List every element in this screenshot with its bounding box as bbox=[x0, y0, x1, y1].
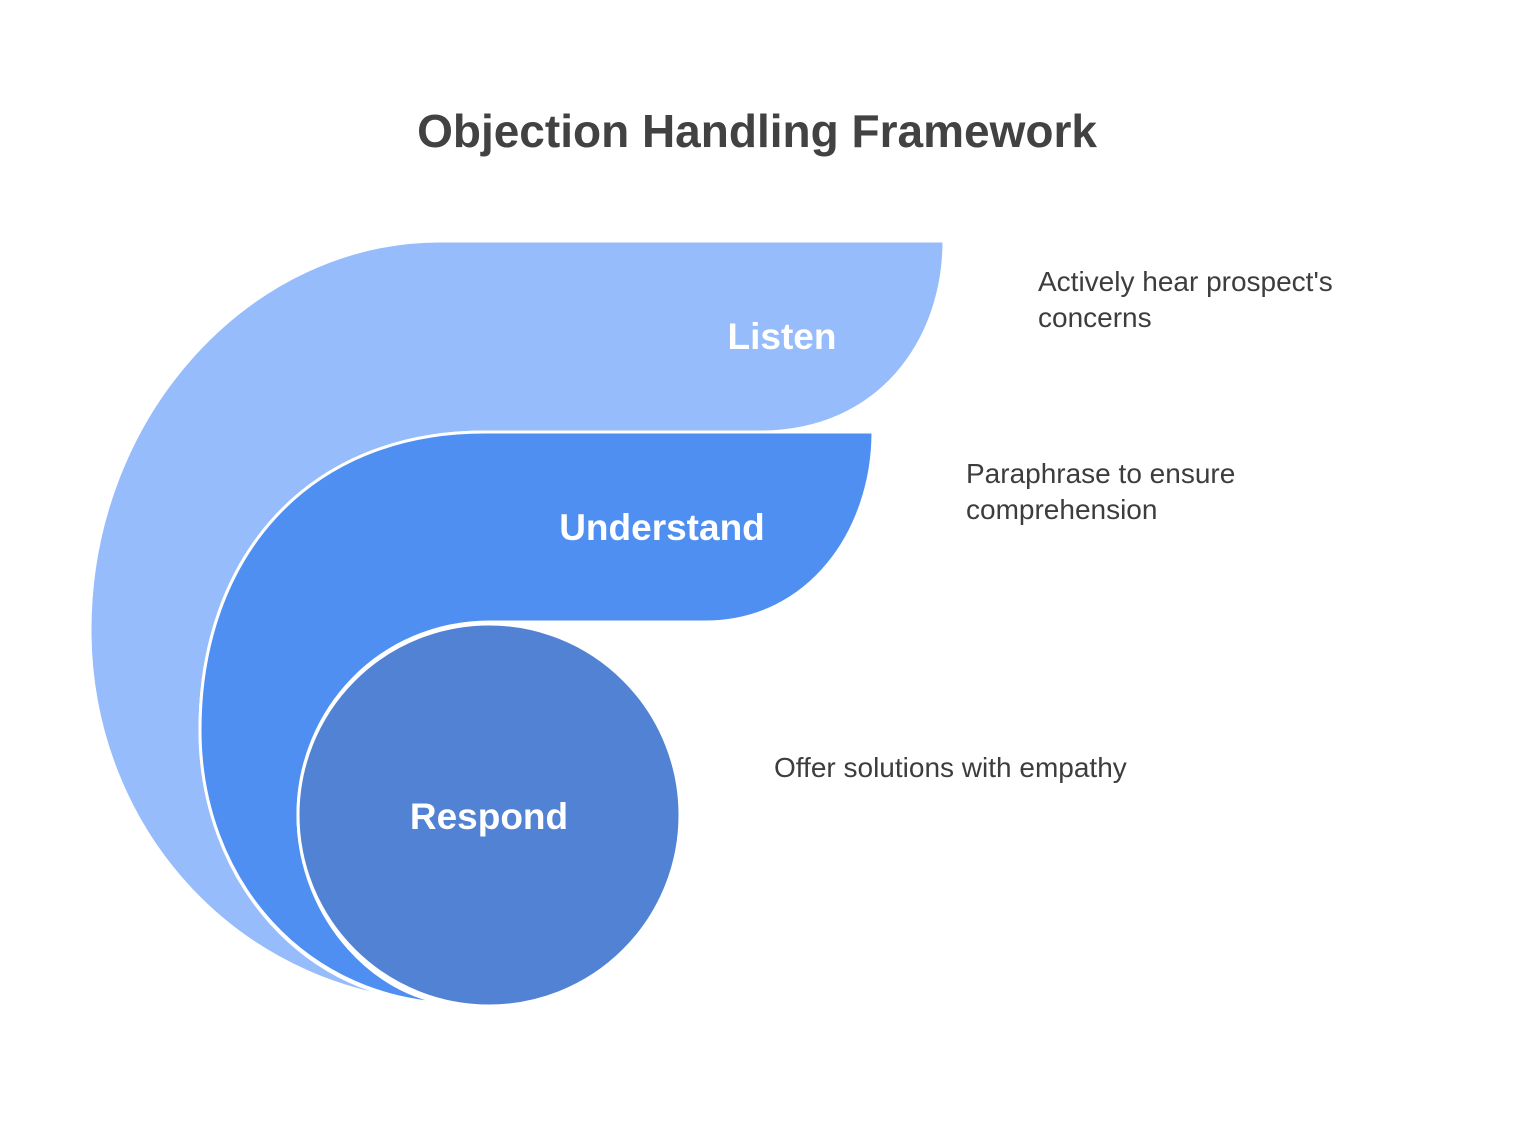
page-title: Objection Handling Framework bbox=[417, 105, 1097, 157]
stage-understand-shape bbox=[198, 430, 875, 1006]
stage-listen-description-line-2: concerns bbox=[1038, 302, 1152, 333]
stage-listen-description-line-1: Actively hear prospect's bbox=[1038, 266, 1333, 297]
stage-understand-description-line-2: comprehension bbox=[966, 494, 1157, 525]
stage-understand-label: Understand bbox=[559, 507, 765, 548]
stage-respond-shape bbox=[296, 622, 682, 1008]
stage-respond-label: Respond bbox=[410, 796, 568, 837]
stage-understand-description: Paraphrase to ensure comprehension bbox=[966, 458, 1243, 525]
stage-listen-description: Actively hear prospect's concerns bbox=[1038, 266, 1341, 333]
stage-understand-description-line-1: Paraphrase to ensure bbox=[966, 458, 1235, 489]
stage-respond-description: Offer solutions with empathy bbox=[774, 752, 1127, 783]
stage-listen-label: Listen bbox=[728, 316, 837, 357]
stage-respond-description-line-1: Offer solutions with empathy bbox=[774, 752, 1127, 783]
